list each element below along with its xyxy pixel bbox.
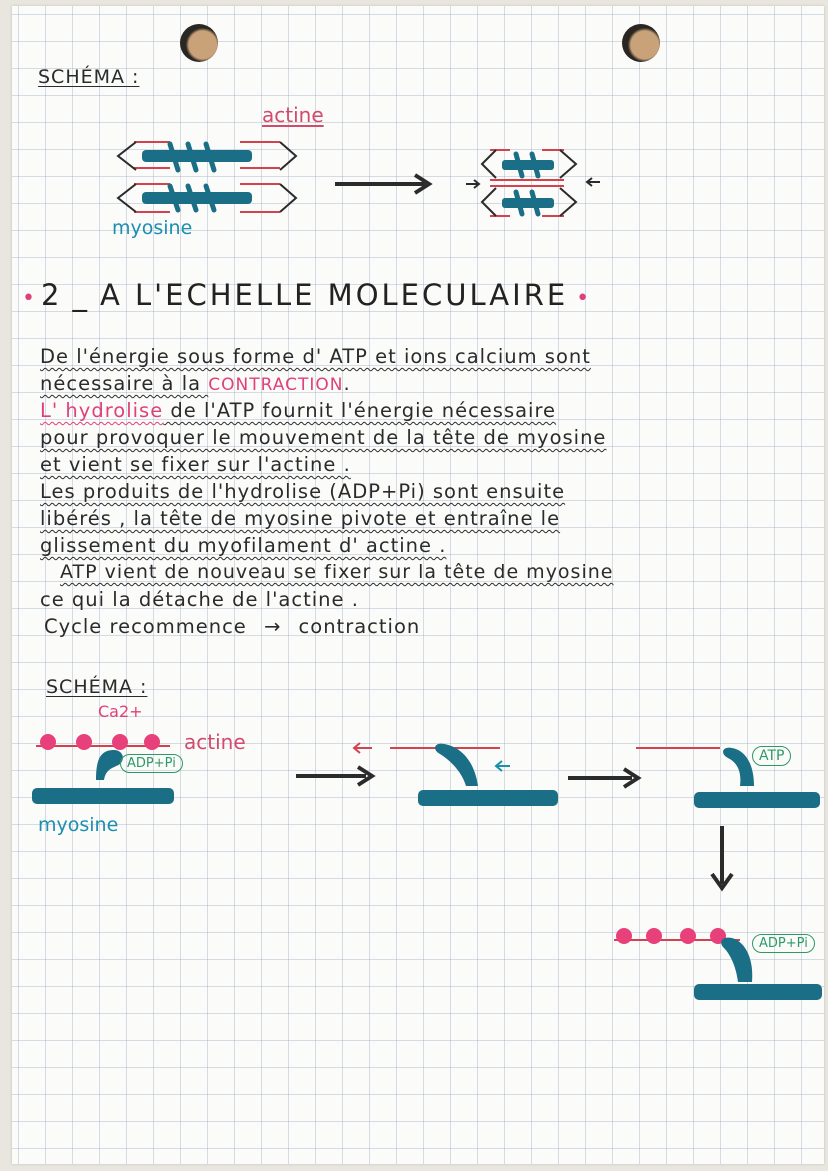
paragraph-line-3-b: de l'ATP fournit l'énergie nécessaire (163, 399, 557, 422)
adp-pi-bubble-1: ADP+Pi (120, 754, 183, 773)
section-title: •2_A L'ECHELLE MOLECULAIRE• (22, 278, 589, 312)
step4-diagram (614, 928, 822, 1000)
section-title-text: A L'ECHELLE MOLECULAIRE (99, 278, 569, 312)
atp-bubble: ATP (752, 746, 792, 766)
paragraph-line-6: Les produits de l'hydrolise (ADP+Pi) son… (40, 480, 566, 503)
contraction-arrow (335, 173, 433, 195)
calcium-label: Ca2+ (98, 702, 143, 721)
schema1-myosine-label: myosine (112, 217, 193, 239)
paragraph-line-5: et vient se fixer sur l'actine . (40, 453, 351, 476)
step2-diagram (352, 742, 558, 806)
bullet-dot-right: • (576, 286, 590, 311)
paragraph-line-11: Cycle recommence → contraction (44, 613, 420, 640)
paragraph-line-2-c: . (343, 372, 351, 395)
contraction-word: contraction (298, 615, 421, 638)
paragraph-line-8: glissement du myofilament d' actine . (40, 534, 447, 557)
schema2-actine-label: actine (184, 730, 246, 754)
step-arrow-1 (296, 765, 376, 787)
schema1-actine-label: actine (262, 103, 324, 127)
paragraph-line-2: nécessaire à la CONTRACTION. (40, 370, 351, 399)
step3-diagram (636, 747, 820, 808)
paragraph-line-2-a: nécessaire à la (40, 372, 209, 395)
paragraph-line-3: L' hydrolise de l'ATP fournit l'énergie … (40, 397, 556, 424)
section-dash: _ (72, 278, 90, 312)
binder-hole-right (622, 24, 660, 62)
paragraph-line-4: pour provoquer le mouvement de la tête d… (40, 426, 607, 449)
binder-hole-left (180, 24, 218, 62)
schema2-myosine-label: myosine (38, 814, 119, 836)
cycle-text: Cycle recommence (44, 615, 247, 638)
step-arrow-2 (568, 767, 642, 789)
section-number: 2 (40, 278, 63, 312)
paragraph-line-9: ATP vient de nouveau se fixer sur la têt… (60, 561, 614, 583)
sarcomere-relaxed-diagram (116, 141, 298, 213)
adp-pi-bubble-2: ADP+Pi (752, 934, 815, 953)
paragraph-line-1: De l'énergie sous forme d' ATP et ions c… (40, 345, 591, 368)
cycle-arrow: → (264, 615, 282, 638)
paragraph-line-7: libérés , la tête de myosine pivote et e… (40, 507, 561, 530)
bullet-dot-left: • (22, 286, 35, 311)
step-arrow-down (710, 826, 734, 892)
contraction-keyword: CONTRACTION (208, 375, 344, 395)
sarcomere-contracted-diagram (466, 149, 600, 217)
hydrolise-keyword: L' hydrolise (40, 399, 164, 422)
schema2-heading: SCHÉMA : (46, 676, 148, 698)
step1-diagram (32, 734, 174, 804)
schema1-heading: SCHÉMA : (38, 66, 140, 88)
paragraph-line-10: ce qui la détache de l'actine . (40, 588, 359, 611)
